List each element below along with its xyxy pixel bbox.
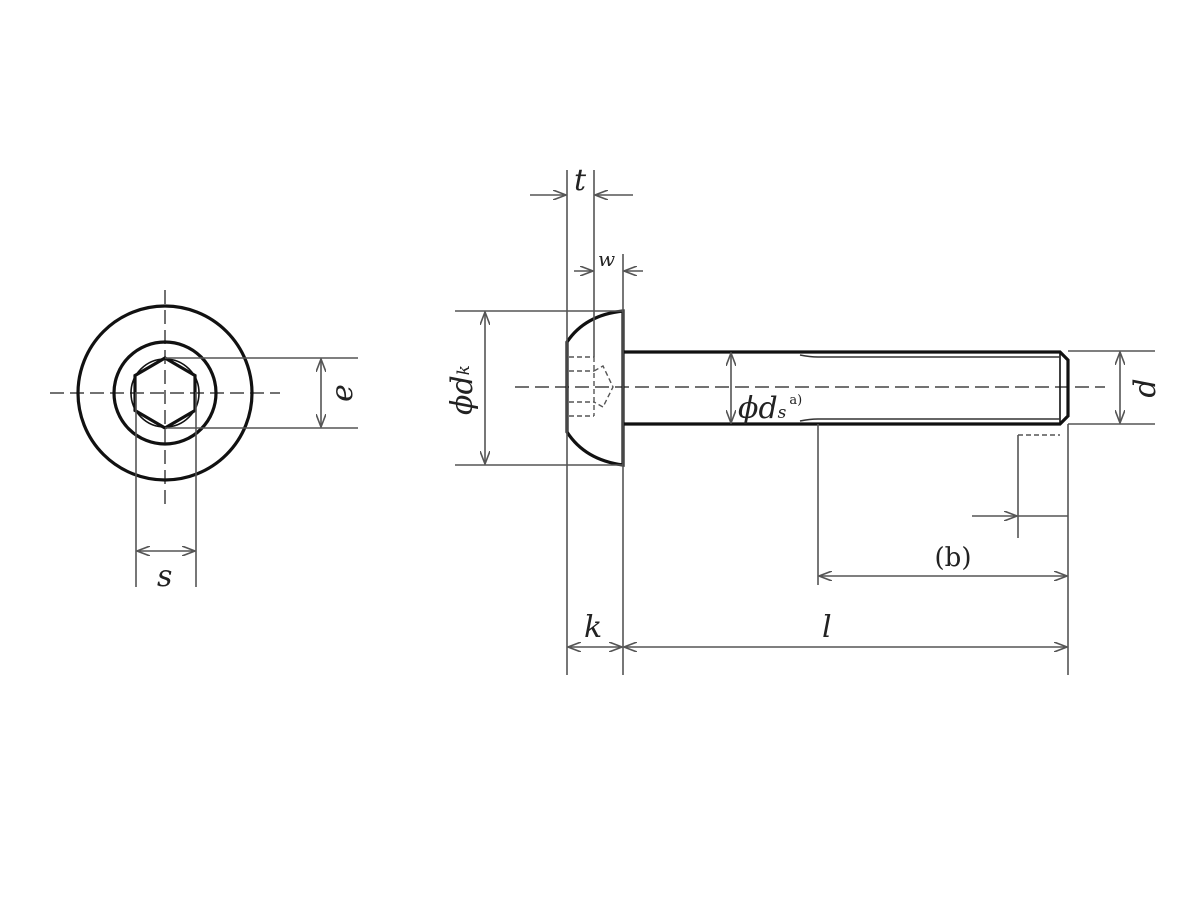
dk-label: ϕdk	[445, 365, 480, 415]
e-label: e	[325, 384, 360, 402]
end-view: s e	[50, 290, 360, 594]
head-outer-circle	[76, 304, 254, 482]
head-inner-circle	[112, 340, 218, 446]
t-label: t	[574, 163, 587, 198]
socket-hidden-lines	[569, 356, 614, 417]
l-label: l	[822, 610, 832, 645]
side-view: t w ϕdk ϕdsa) d (b) k l	[445, 163, 1163, 675]
ds-label: ϕdsa)	[738, 391, 802, 426]
s-label: s	[157, 559, 172, 594]
thread-minor-lines	[799, 354, 1060, 422]
w-label: w	[598, 247, 615, 271]
k-label: k	[584, 610, 602, 645]
d-label: d	[1128, 378, 1163, 397]
button-head	[565, 309, 625, 467]
b-label: (b)	[935, 543, 972, 573]
shank	[623, 350, 1070, 426]
